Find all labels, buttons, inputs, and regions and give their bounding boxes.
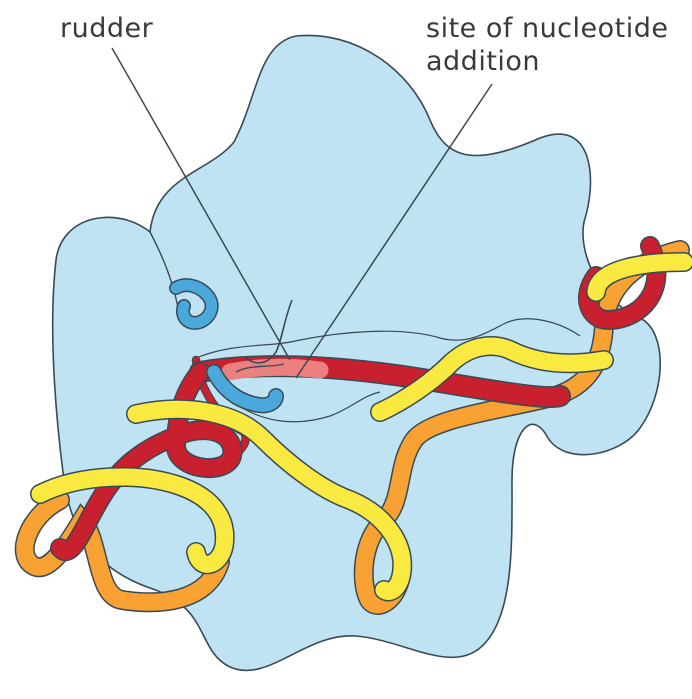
site-label-line-1: site of nucleotide bbox=[426, 12, 669, 45]
site-label-line-2: addition bbox=[426, 45, 669, 78]
rudder-label: rudder bbox=[60, 12, 153, 45]
nucleotide-addition-site-label: site of nucleotide addition bbox=[426, 12, 669, 78]
